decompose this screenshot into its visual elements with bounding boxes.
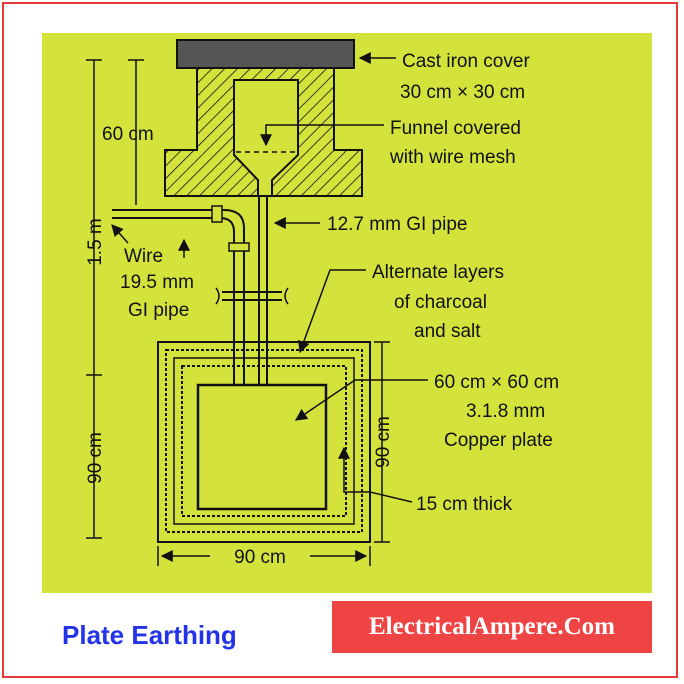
leader-layers [298, 269, 366, 354]
leader-wire [111, 224, 129, 244]
diagram-caption: Plate Earthing [62, 620, 237, 650]
label-19-5-line2: GI pipe [128, 300, 189, 321]
label-19-5-line1: 19.5 mm [120, 272, 194, 293]
label-dim-60cm: 60 cm [102, 124, 154, 145]
label-funnel-line2: with wire mesh [389, 147, 516, 168]
earth-pit [157, 341, 371, 543]
outer-frame [2, 2, 678, 678]
pipe-clamp [222, 291, 282, 301]
label-layers-line1: Alternate layers [372, 262, 504, 283]
label-dim-90cm-left: 90 cm [85, 432, 106, 484]
label-dim-90cm-bottom: 90 cm [234, 547, 286, 568]
label-plate-line3: Copper plate [444, 430, 553, 451]
label-wire: Wire [124, 246, 163, 267]
label-dim-1-5m: 1.5 m [85, 218, 106, 266]
label-layers-line3: and salt [414, 321, 481, 342]
charcoal-layer-outer [165, 349, 363, 533]
label-plate-line2: 3.1.8 mm [466, 401, 545, 422]
label-thickness: 15 cm thick [416, 494, 513, 515]
clamp-ends [215, 287, 289, 305]
elbow-pipe-outer [112, 209, 245, 248]
leader-thickness [338, 446, 413, 503]
cast-iron-cover [176, 39, 355, 69]
leader-funnel [260, 124, 384, 147]
label-cover-line1: Cast iron cover [402, 51, 530, 72]
brand-badge: ElectricalAmpere.Com [332, 601, 652, 653]
pipe-collar [228, 242, 250, 252]
label-funnel-line1: Funnel covered [390, 118, 521, 139]
pipe-coupling [211, 205, 223, 223]
leader-plate [295, 379, 428, 421]
label-cover-line2: 30 cm × 30 cm [400, 82, 525, 103]
label-12-7-pipe: 12.7 mm GI pipe [327, 214, 467, 235]
label-plate-line1: 60 cm × 60 cm [434, 372, 559, 393]
label-dim-90cm-right: 90 cm [373, 416, 394, 468]
copper-plate [196, 383, 328, 511]
label-layers-line2: of charcoal [394, 292, 487, 313]
charcoal-layer-inner [181, 365, 347, 517]
charcoal-layer-mid [173, 357, 355, 525]
